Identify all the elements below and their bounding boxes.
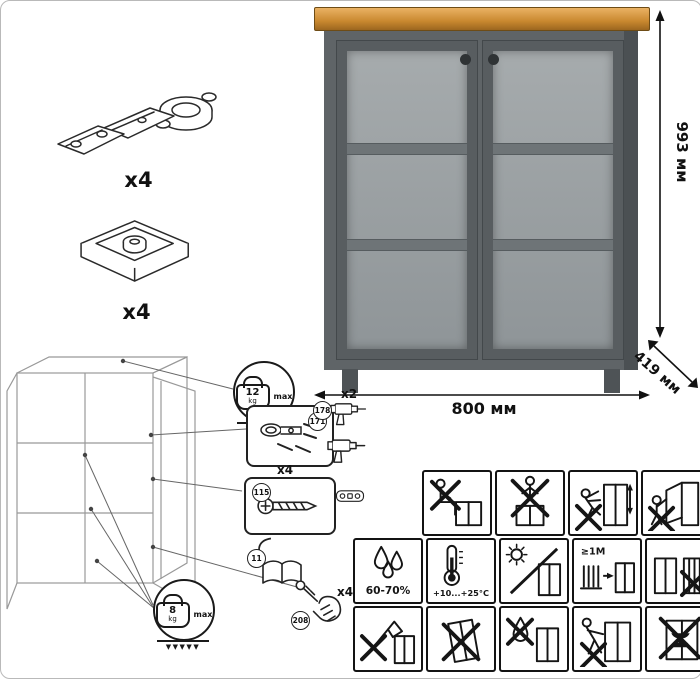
- no-sitting-icon: [429, 478, 483, 527]
- warning-heat-source-distance: ≥1M: [572, 538, 642, 604]
- cabinet-side-panel: [624, 28, 638, 370]
- no-dragging-icon: [579, 617, 632, 667]
- drill-qty-label: x2: [341, 387, 358, 401]
- height-dimension-label: 993 мм: [673, 121, 691, 183]
- load-arrows-bottom: ▼▼▼▼▼: [157, 640, 209, 651]
- warning-no-sharp-tools: [353, 606, 423, 672]
- hinge-icon: [57, 92, 217, 155]
- max-label: max: [273, 391, 293, 401]
- foot-qty: x4: [122, 300, 151, 324]
- cabinet-illustration: [314, 7, 650, 395]
- part-number-badge: 11: [247, 549, 266, 568]
- part-foot: x4: [69, 204, 204, 324]
- cabinet-foot: [342, 369, 358, 393]
- humidity-icon: 60-70%: [366, 545, 411, 597]
- warning-no-tilting: [426, 606, 496, 672]
- screw-callout: 115: [244, 477, 336, 535]
- no-heater-contact-icon: [653, 557, 700, 598]
- warning-no-heavy-objects: [645, 606, 700, 672]
- right-door-glass: [493, 51, 613, 349]
- part-number-badge: 208: [291, 611, 310, 630]
- warning-no-climbing: [568, 470, 638, 536]
- foot-icon: [79, 220, 189, 282]
- left-door-glass: [347, 51, 467, 349]
- screw-icon: [257, 497, 318, 515]
- hand-screw-qty-label: x4: [337, 585, 354, 599]
- warning-humidity: 60-70%: [353, 538, 423, 604]
- part-number-badge: 115: [252, 483, 271, 502]
- max-load-unit: kg: [168, 615, 177, 623]
- warning-no-hanging-on-doors: [641, 470, 700, 536]
- hinge-cup-icon: [260, 423, 317, 453]
- cabinet-foot: [604, 369, 620, 393]
- warnings-row-3: [353, 606, 700, 672]
- left-door-knob: [460, 54, 471, 65]
- right-door-knob: [488, 54, 499, 65]
- no-heavy-objects-icon: [658, 616, 700, 661]
- cabinet-right-door: [482, 40, 624, 360]
- warnings-row-1: [422, 470, 700, 536]
- warning-no-liquids: [499, 606, 569, 672]
- no-sharp-tools-icon: [360, 620, 416, 665]
- hinge-screw-qty-label: x4: [277, 463, 294, 477]
- width-dimension-label: 800 мм: [451, 399, 517, 418]
- max-load-bottom-shelf: 8 kg max: [153, 579, 215, 641]
- max-label: max: [193, 609, 213, 619]
- svg-text:60-70%: 60-70%: [366, 584, 411, 597]
- warning-no-dragging: [572, 606, 642, 672]
- warning-no-heater-contact: [645, 538, 700, 604]
- max-load-value: 12: [245, 387, 260, 398]
- no-direct-sunlight-icon: [505, 543, 562, 597]
- hand-screw-icon: [295, 580, 342, 622]
- warnings-row-2: 60-70% +10...+25°C ≥1M: [353, 538, 700, 604]
- cabinet-top-board: [314, 7, 650, 31]
- no-tilting-icon: [441, 618, 481, 663]
- drill-icon: [327, 439, 366, 463]
- warning-no-sitting: [422, 470, 492, 536]
- warning-no-direct-sunlight: [499, 538, 569, 604]
- no-liquids-icon: [506, 616, 560, 663]
- max-load-unit: kg: [248, 397, 257, 405]
- temperature-icon: +10...+25°C: [433, 544, 489, 598]
- svg-text:+10...+25°C: +10...+25°C: [433, 588, 489, 598]
- hinge-plate-icon: [335, 490, 365, 502]
- warning-no-standing: [495, 470, 565, 536]
- part-number-badge: 178: [313, 401, 332, 420]
- svg-text:≥1M: ≥1M: [581, 547, 605, 558]
- shelf: [493, 238, 613, 251]
- warning-temperature: +10...+25°C: [426, 538, 496, 604]
- shelf: [493, 143, 613, 156]
- part-hinge: x4: [46, 86, 231, 192]
- drill-icon: [330, 403, 367, 426]
- shelf: [347, 143, 467, 156]
- cabinet-body: [324, 28, 638, 370]
- heat-source-distance-icon: ≥1M: [579, 547, 635, 594]
- shelf: [347, 238, 467, 251]
- no-hanging-on-doors-icon: [648, 481, 700, 531]
- cabinet-left-door: [336, 40, 478, 360]
- weight-icon: 8 kg: [155, 601, 190, 628]
- no-standing-icon: [510, 475, 550, 527]
- no-climbing-icon: [575, 483, 633, 531]
- hinge-qty: x4: [124, 168, 153, 192]
- max-load-value: 8: [169, 605, 177, 616]
